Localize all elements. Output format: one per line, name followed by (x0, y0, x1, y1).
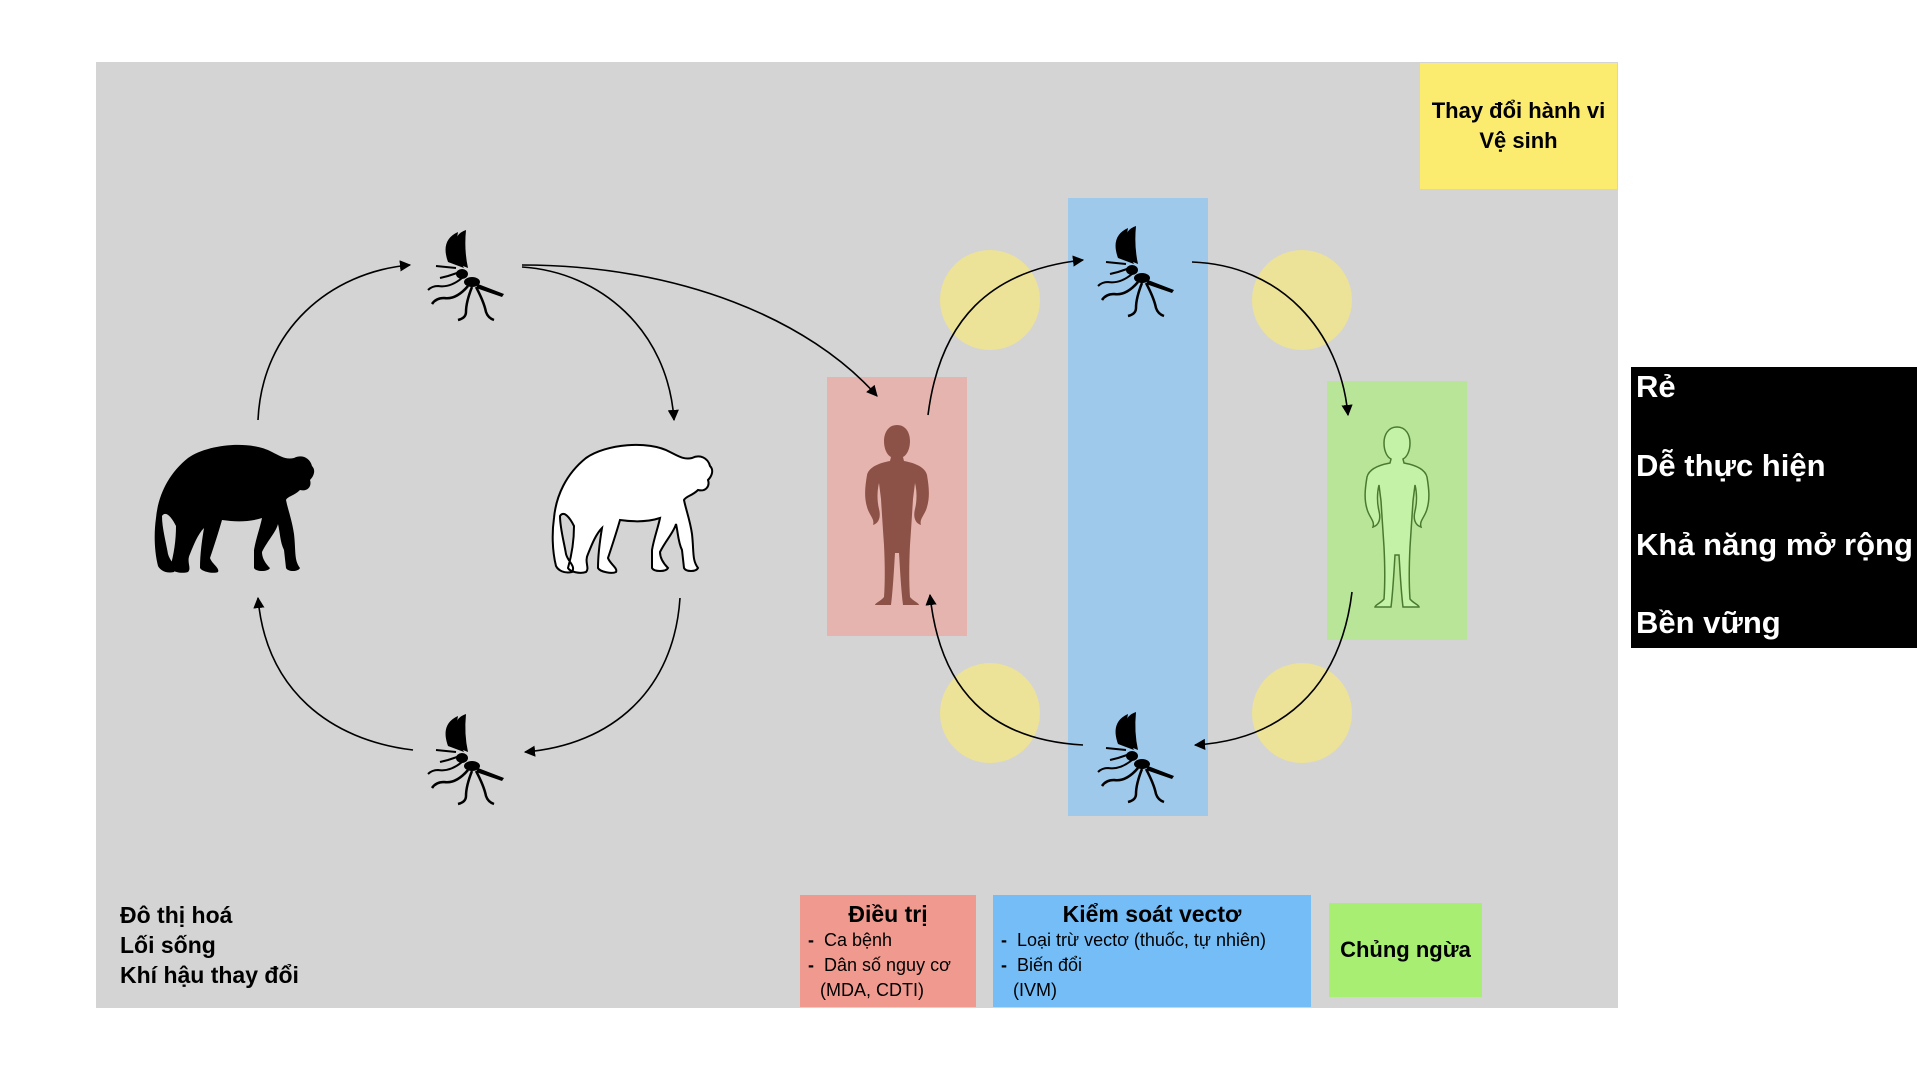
legend-vector-control: Kiểm soát vectơ Loại trừ vectơ (thuốc, t… (993, 895, 1311, 1007)
cycle-arrow (1193, 591, 1353, 750)
legend-item: Ca bệnh (804, 928, 976, 953)
behavior-circle (1252, 250, 1352, 350)
cycle-arrow (257, 260, 412, 421)
behavior-circle (1252, 663, 1352, 763)
legend-item: Biến đổi (997, 953, 1311, 978)
driver-item: Khí hậu thay đổi (120, 962, 299, 988)
mosquito-icon (426, 712, 506, 806)
cycle-arrow (253, 596, 414, 751)
legend-treatment: Điều trị Ca bệnh Dân số nguy cơ (MDA, CD… (800, 895, 976, 1007)
legend-title: Chủng ngừa (1340, 937, 1471, 962)
driver-item: Lối sống (120, 932, 216, 958)
criteria-item: Khả năng mở rộng (1636, 527, 1913, 562)
vector-control-band (1068, 198, 1208, 816)
legend-item-note: (MDA, CDTI) (820, 980, 924, 1000)
legend-item: Loại trừ vectơ (thuốc, tự nhiên) (997, 928, 1311, 953)
behavior-circle (940, 663, 1040, 763)
criteria-box: Rẻ Dễ thực hiện Khả năng mở rộng Bền vữn… (1631, 367, 1917, 648)
legend-title: Kiểm soát vectơ (1062, 901, 1242, 927)
cycle-arrow (523, 597, 681, 757)
ape-icon (154, 444, 315, 573)
hygiene-label: Vệ sinh (1479, 128, 1558, 153)
criteria-item: Bền vững (1636, 605, 1781, 640)
mosquito-icon (426, 228, 506, 322)
behavior-label: Thay đổi hành vi (1431, 98, 1606, 123)
criteria-item: Rẻ (1636, 369, 1676, 404)
drivers-list: Đô thị hoá Lối sống Khí hậu thay đổi (120, 900, 299, 990)
spillover-arrow (521, 264, 878, 397)
ape-icon (551, 443, 714, 574)
cycle-arrow (521, 266, 679, 422)
behavior-box: Thay đổi hành vi Vệ sinh (1420, 63, 1617, 189)
legend-vaccination: Chủng ngừa (1329, 903, 1482, 997)
behavior-circle (940, 250, 1040, 350)
driver-item: Đô thị hoá (120, 902, 233, 928)
cycle-arrow (1191, 261, 1353, 417)
cycle-arrow (925, 593, 1084, 746)
criteria-item: Dễ thực hiện (1636, 448, 1826, 483)
legend-item: Dân số nguy cơ (804, 953, 976, 978)
cycle-arrow (927, 255, 1085, 416)
legend-item-note: (IVM) (1013, 980, 1057, 1000)
legend-title: Điều trị (848, 901, 928, 927)
